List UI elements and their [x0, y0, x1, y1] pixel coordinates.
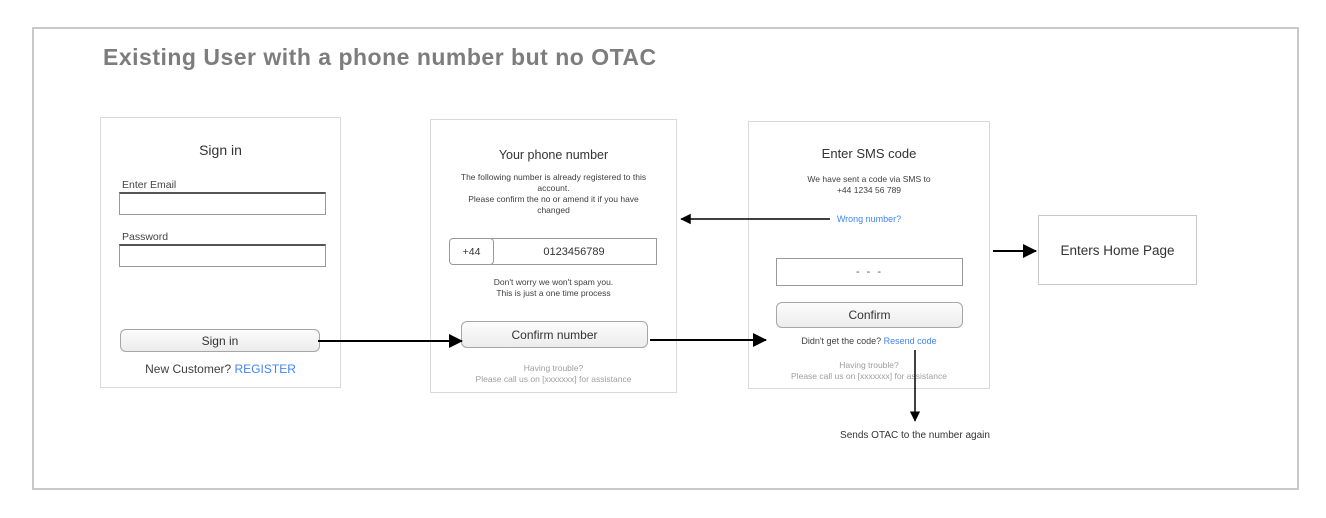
email-label: Enter Email — [122, 179, 177, 191]
sms-code-screen-panel: Enter SMS code We have sent a code via S… — [748, 121, 990, 389]
wrong-number-row: Wrong number? — [749, 214, 989, 225]
sms-panel-title: Enter SMS code — [821, 146, 917, 161]
sms-info-line2: +44 1234 56 789 — [836, 185, 902, 195]
new-customer-row: New Customer? REGISTER — [101, 362, 340, 376]
confirm-button[interactable]: Confirm — [776, 302, 963, 328]
signin-screen-panel: Sign in Enter Email Password Sign in New… — [100, 117, 341, 388]
sms-info-text: We have sent a code via SMS to +44 1234 … — [749, 174, 989, 196]
password-label: Password — [122, 231, 169, 243]
phone-number-field[interactable] — [491, 238, 657, 265]
sms-help-line1: Having trouble? — [839, 360, 899, 370]
email-field[interactable] — [119, 192, 326, 215]
spam-note-line2: This is just a one time process — [496, 288, 611, 298]
sms-info-line1: We have sent a code via SMS to — [807, 174, 931, 184]
enters-home-page-box: Enters Home Page — [1038, 215, 1197, 285]
new-customer-text: New Customer? — [145, 362, 232, 376]
signin-button[interactable]: Sign in — [120, 329, 320, 352]
country-code-box[interactable]: +44 — [449, 238, 494, 265]
home-box-label: Enters Home Page — [1060, 242, 1175, 258]
spam-note: Don't worry we won't spam you. This is j… — [431, 277, 676, 299]
phone-info-line1: The following number is already register… — [460, 172, 647, 193]
phone-number-screen-panel: Your phone number The following number i… — [430, 119, 677, 393]
phone-input-group: +44 — [449, 238, 657, 265]
sms-help-line2: Please call us on [xxxxxxx] for assistan… — [791, 371, 947, 381]
resend-otac-note: Sends OTAC to the number again — [840, 430, 990, 441]
resend-text: Didn't get the code? — [801, 336, 882, 346]
signin-title: Sign in — [199, 142, 242, 158]
password-field[interactable] — [119, 244, 326, 267]
confirm-number-button[interactable]: Confirm number — [461, 321, 648, 348]
spam-note-line1: Don't worry we won't spam you. — [493, 277, 614, 287]
phone-help-line2: Please call us on [xxxxxxx] for assistan… — [475, 374, 632, 384]
phone-help-text: Having trouble? Please call us on [xxxxx… — [431, 363, 676, 385]
phone-info-text: The following number is already register… — [431, 172, 676, 216]
phone-info-line2: Please confirm the no or amend it if you… — [468, 194, 639, 215]
register-link[interactable]: REGISTER — [234, 362, 296, 376]
page-title: Existing User with a phone number but no… — [103, 44, 657, 70]
wrong-number-link[interactable]: Wrong number? — [836, 214, 902, 224]
phone-panel-title: Your phone number — [498, 148, 609, 162]
sms-code-field[interactable] — [776, 258, 963, 286]
sms-help-text: Having trouble? Please call us on [xxxxx… — [749, 360, 989, 382]
phone-help-line1: Having trouble? — [523, 363, 584, 373]
resend-code-link[interactable]: Resend code — [883, 336, 937, 346]
resend-row: Didn't get the code? Resend code — [749, 336, 989, 347]
